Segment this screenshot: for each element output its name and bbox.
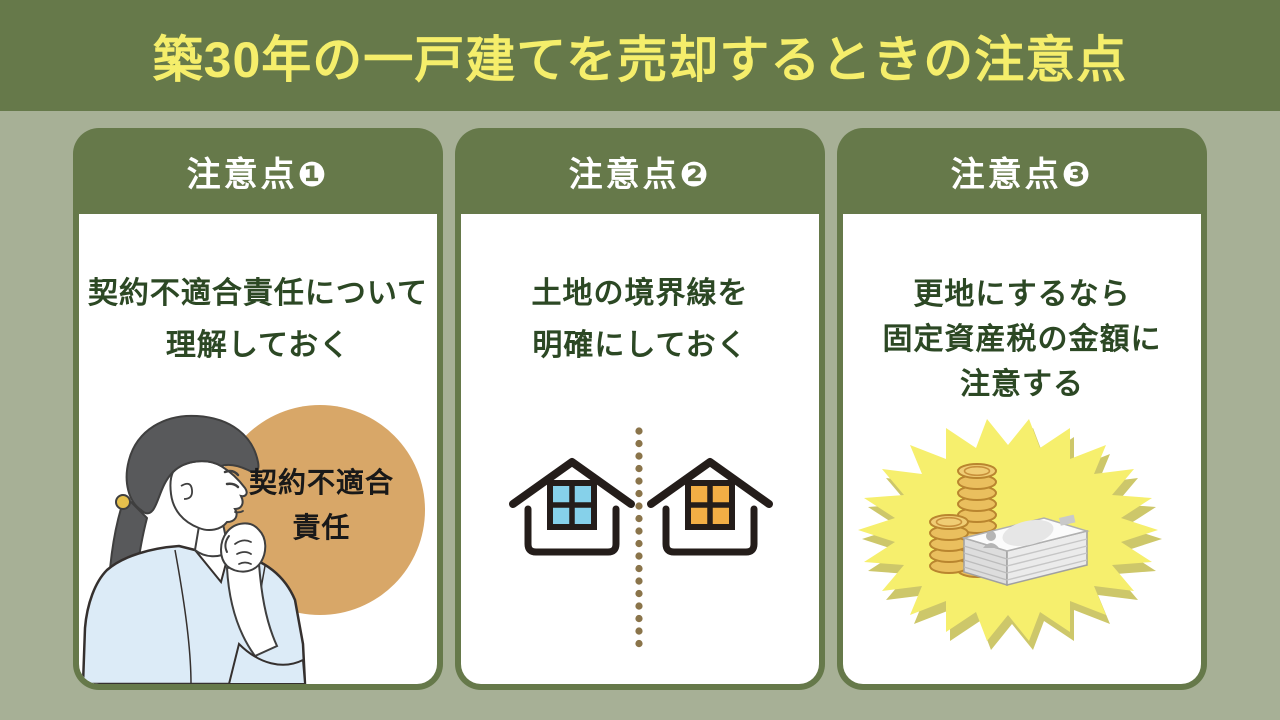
page-title: 築30年の一戸建てを売却するときの注意点 — [152, 31, 1128, 88]
card-1-badge: 注意点❶ — [186, 155, 330, 194]
woman-eyebrow — [223, 469, 240, 477]
banknote-portrait — [986, 531, 996, 541]
card-3-text-line-2: 固定資産税の金額に — [882, 323, 1162, 356]
house-right-icon — [647, 458, 773, 556]
house-left-window-cross — [550, 483, 594, 527]
woman-sleeve — [227, 642, 307, 684]
card-point-2: 注意点❷ 土地の境界線を 明確にしておく — [455, 128, 825, 690]
card-1-text: 契約不適合責任について 理解しておく — [79, 214, 437, 372]
card-3-badge: 注意点❸ — [950, 155, 1094, 194]
card-3-body: 更地にするなら 固定資産税の金額に 注意する — [843, 214, 1201, 684]
money-burst-illustration — [858, 419, 1162, 650]
card-1-text-line-1: 契約不適合責任について — [87, 277, 429, 310]
card-2-text: 土地の境界線を 明確にしておく — [461, 214, 819, 372]
woman-mouth — [234, 510, 244, 514]
card-point-1: 注意点❶ 契約不適合責任について 理解しておく — [73, 128, 443, 690]
bubble-line-1: 契約不適合 — [248, 467, 394, 498]
banknote-oval — [1002, 519, 1054, 547]
fist-thumb — [224, 535, 230, 553]
card-3-text: 更地にするなら 固定資産税の金額に 注意する — [843, 214, 1201, 407]
house-right-window-cross — [688, 483, 732, 527]
header-banner: 築30年の一戸建てを売却するときの注意点 — [0, 0, 1280, 111]
woman-forearm — [225, 562, 279, 658]
banknote-stack — [961, 514, 1090, 587]
card-3-text-line-1: 更地にするなら — [913, 278, 1131, 311]
house-right-roof — [647, 458, 773, 508]
house-left-icon — [509, 458, 635, 556]
card-2-body: 土地の境界線を 明確にしておく — [461, 214, 819, 684]
woman-ear — [180, 482, 193, 500]
coin-stack-short — [929, 514, 969, 574]
card-point-3: 注意点❸ 更地にするなら 固定資産税の金額に 注意する — [837, 128, 1207, 690]
woman-eye — [225, 482, 240, 489]
blouse-seam-left — [174, 549, 192, 684]
house-right-walls — [662, 505, 758, 556]
card-1-body: 契約不適合責任について 理解しておく — [79, 214, 437, 684]
orange-circle — [215, 405, 425, 615]
card-2-text-line-1: 土地の境界線を — [531, 277, 749, 310]
card-2-badge: 注意点❷ — [568, 155, 712, 194]
card-1-text-line-2: 理解しておく — [165, 329, 351, 362]
house-left-walls — [524, 505, 620, 556]
hair-tie — [115, 494, 131, 510]
bubble-line-2: 責任 — [292, 512, 351, 543]
bubble-label: 契約不適合 責任 — [229, 460, 414, 550]
thinking-woman-illustration — [81, 405, 425, 684]
cards-row: 注意点❶ 契約不適合責任について 理解しておく — [73, 128, 1207, 690]
houses-boundary-illustration — [509, 427, 773, 658]
woman-hair — [125, 414, 260, 515]
woman-fist — [220, 522, 267, 573]
fist-finger-lines — [234, 539, 252, 565]
card-2-text-line-2: 明確にしておく — [532, 329, 748, 362]
banknote-mark — [1059, 514, 1076, 526]
house-left-roof — [509, 458, 635, 508]
card-3-text-line-3: 注意する — [960, 368, 1084, 401]
